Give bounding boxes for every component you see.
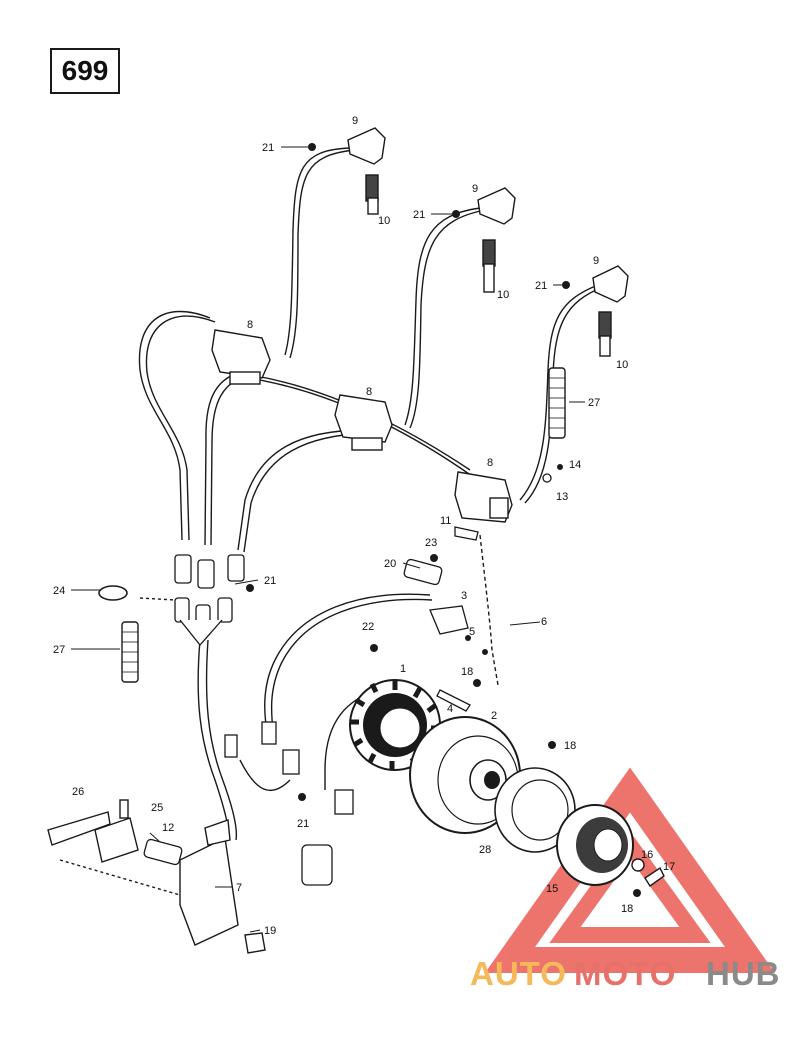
spark-plug-cap xyxy=(477,187,516,293)
callout-21: 21 xyxy=(535,280,547,292)
ignition-coil xyxy=(334,394,393,451)
callout-22: 22 xyxy=(362,621,374,633)
callout-13: 13 xyxy=(556,491,568,503)
watermark-word-auto: AUTO xyxy=(470,955,567,992)
callout-27: 27 xyxy=(588,397,600,409)
ignition-coils xyxy=(211,329,513,523)
flywheel xyxy=(409,716,521,834)
watermark-word-hub: HUB xyxy=(706,955,781,992)
bracket-26 xyxy=(47,811,111,846)
callout-28: 28 xyxy=(479,844,491,856)
spark-plug-cap xyxy=(347,127,386,215)
ignition-coil xyxy=(211,329,271,385)
starter-cup xyxy=(556,804,634,886)
callout-16: 16 xyxy=(641,849,653,861)
callout-3: 3 xyxy=(461,590,467,602)
callout-8: 8 xyxy=(247,319,253,331)
callout-23: 23 xyxy=(425,537,437,549)
small-parts xyxy=(143,473,552,866)
washer-13 xyxy=(542,473,552,483)
callout-6: 6 xyxy=(541,616,547,628)
callout-21: 21 xyxy=(264,575,276,587)
page-number: 699 xyxy=(61,55,109,86)
callouts: 9 21 10 9 21 10 9 21 10 8 8 8 27 14 13 1… xyxy=(53,115,675,937)
nut-19 xyxy=(244,932,266,954)
callout-17: 17 xyxy=(663,861,675,873)
callout-24: 24 xyxy=(53,585,65,597)
callout-18: 18 xyxy=(621,903,633,915)
callout-10: 10 xyxy=(378,215,390,227)
callout-20: 20 xyxy=(384,558,396,570)
callout-18: 18 xyxy=(461,666,473,678)
bolt-17 xyxy=(644,866,665,888)
washer-16 xyxy=(631,858,645,872)
callout-21: 21 xyxy=(413,209,425,221)
callout-10: 10 xyxy=(616,359,628,371)
callout-26: 26 xyxy=(72,786,84,798)
callout-27: 27 xyxy=(53,644,65,656)
callout-12: 12 xyxy=(162,822,174,834)
callout-15: 15 xyxy=(546,883,558,895)
page-number-box: 699 xyxy=(50,48,120,94)
cdi-module xyxy=(179,836,239,946)
terminal-block xyxy=(429,605,469,635)
callout-8: 8 xyxy=(366,386,372,398)
watermark-word-moto: MOTO xyxy=(574,955,676,992)
callout-7: 7 xyxy=(236,882,242,894)
callout-5: 5 xyxy=(469,626,475,638)
protective-sleeve xyxy=(548,367,566,439)
callout-14: 14 xyxy=(569,459,581,471)
harness-connectors xyxy=(174,554,354,886)
callout-2: 2 xyxy=(491,710,497,722)
cable-tie xyxy=(98,585,128,601)
callout-19: 19 xyxy=(264,925,276,937)
sleeve-20 xyxy=(403,558,443,586)
leader-lines xyxy=(71,146,585,933)
callout-9: 9 xyxy=(472,183,478,195)
spark-plug-cap-group xyxy=(347,127,629,357)
callout-8: 8 xyxy=(487,457,493,469)
ignition-coil xyxy=(454,471,513,523)
callout-18: 18 xyxy=(564,740,576,752)
callout-21: 21 xyxy=(262,142,274,154)
sleeve-12 xyxy=(143,838,183,866)
rectifier-25 xyxy=(94,817,139,863)
watermark-logo: AUTO MOTO HUB xyxy=(470,955,781,992)
spark-plug-cap xyxy=(592,265,629,357)
callout-10: 10 xyxy=(497,289,509,301)
bolt-4 xyxy=(436,689,471,712)
screw-11 xyxy=(454,526,479,541)
callout-4: 4 xyxy=(447,703,453,715)
callout-9: 9 xyxy=(352,115,358,127)
callout-25: 25 xyxy=(151,802,163,814)
sleeves xyxy=(121,367,566,683)
callout-21: 21 xyxy=(297,818,309,830)
callout-11: 11 xyxy=(440,515,451,527)
callout-1: 1 xyxy=(400,663,406,675)
callout-9: 9 xyxy=(593,255,599,267)
small-caps xyxy=(246,143,641,897)
electronic-modules xyxy=(47,799,266,954)
